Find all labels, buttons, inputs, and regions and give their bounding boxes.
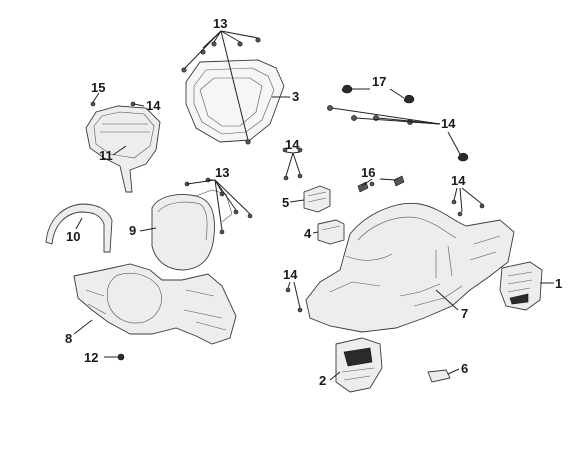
callout-4: 4 (304, 226, 312, 241)
callout-5: 5 (282, 195, 289, 210)
part-instrument-frame (181, 37, 285, 145)
part-right-switch-housing (499, 261, 543, 311)
callout-10: 10 (66, 229, 80, 244)
callout-13-top: 13 (213, 16, 227, 31)
part-badge-6 (427, 369, 451, 383)
callout-9: 9 (129, 223, 136, 238)
callouts: 13 3 15 14 11 10 9 13 8 12 17 14 14 16 1… (65, 16, 562, 388)
part-connector-4 (317, 219, 345, 245)
callout-3: 3 (292, 89, 299, 104)
part-screw-12 (117, 353, 125, 361)
callout-14-c: 14 (285, 137, 300, 152)
callout-1: 1 (555, 276, 562, 291)
part-connector-5 (303, 185, 331, 213)
callout-15: 15 (91, 80, 105, 95)
callout-16: 16 (361, 165, 375, 180)
part-trim-strip (45, 203, 113, 253)
callout-14-b: 14 (441, 116, 456, 131)
part-clips-16 (357, 175, 405, 193)
callout-2: 2 (319, 373, 326, 388)
callout-11: 11 (99, 148, 113, 163)
part-fasteners-17 (327, 84, 469, 162)
part-front-handlebar-cover (73, 263, 237, 345)
part-front-inner-shield (305, 177, 515, 333)
part-left-switch-housing (285, 287, 383, 393)
callout-7: 7 (461, 306, 468, 321)
callout-6: 6 (461, 361, 468, 376)
callout-14-d: 14 (451, 173, 466, 188)
callout-17: 17 (372, 74, 386, 89)
callout-12: 12 (84, 350, 98, 365)
callout-8: 8 (65, 331, 72, 346)
callout-14-e: 14 (283, 267, 298, 282)
part-handle-rear-cover (85, 101, 161, 193)
callout-14-a: 14 (146, 98, 161, 113)
leader-lines (73, 30, 554, 381)
part-headlight-cover (151, 177, 253, 271)
callout-13-mid: 13 (215, 165, 229, 180)
